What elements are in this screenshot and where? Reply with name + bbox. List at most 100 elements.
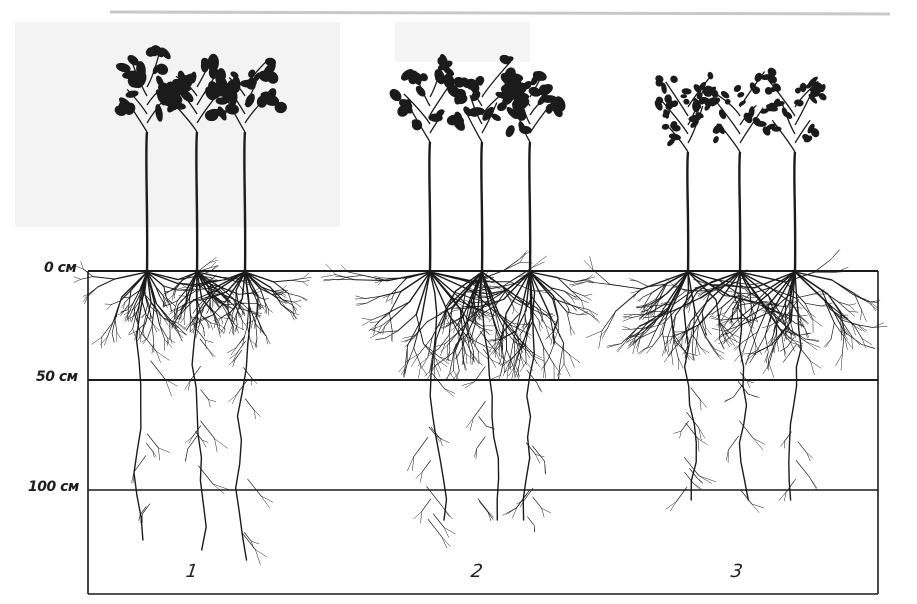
root-line bbox=[151, 361, 166, 380]
root-line bbox=[117, 332, 121, 338]
depth-label-50cm: 50 см bbox=[36, 369, 78, 385]
root-line bbox=[639, 346, 648, 354]
root-line bbox=[783, 355, 789, 363]
root-line bbox=[303, 282, 308, 286]
root-line bbox=[663, 333, 666, 347]
root-line bbox=[489, 339, 501, 340]
root-line bbox=[832, 280, 853, 295]
depth-label-100cm: 100 см bbox=[28, 479, 79, 495]
root-line bbox=[142, 327, 143, 334]
root-line bbox=[88, 287, 97, 296]
root-line bbox=[190, 298, 191, 314]
root-line bbox=[422, 461, 430, 472]
root-line bbox=[478, 499, 487, 511]
root-line bbox=[747, 381, 750, 388]
root-line bbox=[516, 303, 521, 305]
root-line bbox=[291, 280, 302, 282]
root-line bbox=[489, 343, 496, 352]
root-line bbox=[142, 504, 149, 514]
root-line bbox=[232, 394, 237, 403]
root-line bbox=[861, 310, 862, 320]
root-line bbox=[411, 354, 419, 367]
root-line bbox=[205, 340, 206, 348]
root-line bbox=[666, 502, 677, 510]
root-line bbox=[127, 304, 133, 311]
root-line bbox=[564, 364, 570, 376]
root-line bbox=[725, 397, 733, 401]
root-line bbox=[261, 496, 270, 508]
root-line bbox=[480, 502, 488, 513]
root-line bbox=[744, 329, 751, 350]
root-line bbox=[637, 281, 648, 287]
root-line bbox=[795, 272, 824, 300]
root-line bbox=[513, 308, 514, 314]
root-line bbox=[700, 399, 707, 407]
root-line bbox=[544, 347, 545, 366]
root-line bbox=[398, 314, 417, 331]
root-line bbox=[686, 423, 698, 438]
root-line bbox=[450, 372, 455, 380]
root-line bbox=[326, 264, 336, 275]
root-line bbox=[130, 307, 134, 316]
root-line bbox=[697, 477, 703, 483]
root-line bbox=[255, 550, 266, 558]
root-line bbox=[692, 336, 693, 351]
root-line bbox=[551, 334, 553, 345]
root-line bbox=[853, 295, 868, 303]
root-line bbox=[496, 348, 497, 358]
root-line bbox=[514, 338, 515, 353]
root-line bbox=[757, 336, 765, 351]
root-line bbox=[215, 439, 228, 449]
root-line bbox=[166, 380, 172, 396]
stem bbox=[146, 132, 147, 272]
root-line bbox=[584, 294, 592, 296]
root-line bbox=[255, 411, 261, 417]
root-line bbox=[112, 334, 114, 343]
root-line bbox=[435, 344, 445, 347]
root-line bbox=[281, 305, 290, 313]
root-line bbox=[587, 277, 595, 279]
root-line bbox=[533, 497, 542, 508]
root-line bbox=[213, 484, 224, 494]
root-line bbox=[781, 441, 785, 446]
root-line bbox=[581, 300, 588, 303]
root-line bbox=[232, 326, 233, 334]
root-line bbox=[348, 272, 363, 276]
root-line bbox=[158, 448, 159, 460]
root-line bbox=[300, 296, 307, 299]
taproot bbox=[192, 272, 206, 550]
root-line bbox=[749, 297, 758, 298]
root-line bbox=[436, 306, 448, 339]
root-line bbox=[777, 340, 779, 352]
root-line bbox=[862, 310, 867, 321]
root-line bbox=[602, 311, 616, 331]
root-line bbox=[239, 294, 252, 295]
leaf bbox=[661, 123, 669, 130]
root-line bbox=[849, 304, 856, 306]
stem bbox=[794, 152, 795, 272]
root-line bbox=[830, 250, 839, 260]
root-line bbox=[169, 295, 173, 299]
root-line bbox=[442, 537, 450, 547]
root-line bbox=[209, 400, 211, 407]
root-line bbox=[257, 316, 261, 327]
root-line bbox=[303, 273, 309, 278]
root-line bbox=[214, 321, 215, 327]
root-line bbox=[574, 279, 586, 282]
root-line bbox=[92, 337, 102, 344]
root-line bbox=[681, 421, 688, 431]
root-line bbox=[694, 484, 702, 489]
root-line bbox=[691, 388, 700, 400]
root-line bbox=[729, 337, 739, 342]
root-line bbox=[575, 306, 589, 309]
root-line bbox=[246, 322, 252, 324]
root-line bbox=[809, 477, 817, 488]
branch bbox=[772, 120, 795, 152]
root-line bbox=[514, 324, 528, 325]
root-line bbox=[152, 303, 154, 326]
root-line bbox=[722, 297, 734, 308]
root-line bbox=[303, 278, 311, 279]
root-line bbox=[658, 318, 666, 324]
root-line bbox=[572, 291, 585, 296]
root-line bbox=[542, 508, 551, 513]
